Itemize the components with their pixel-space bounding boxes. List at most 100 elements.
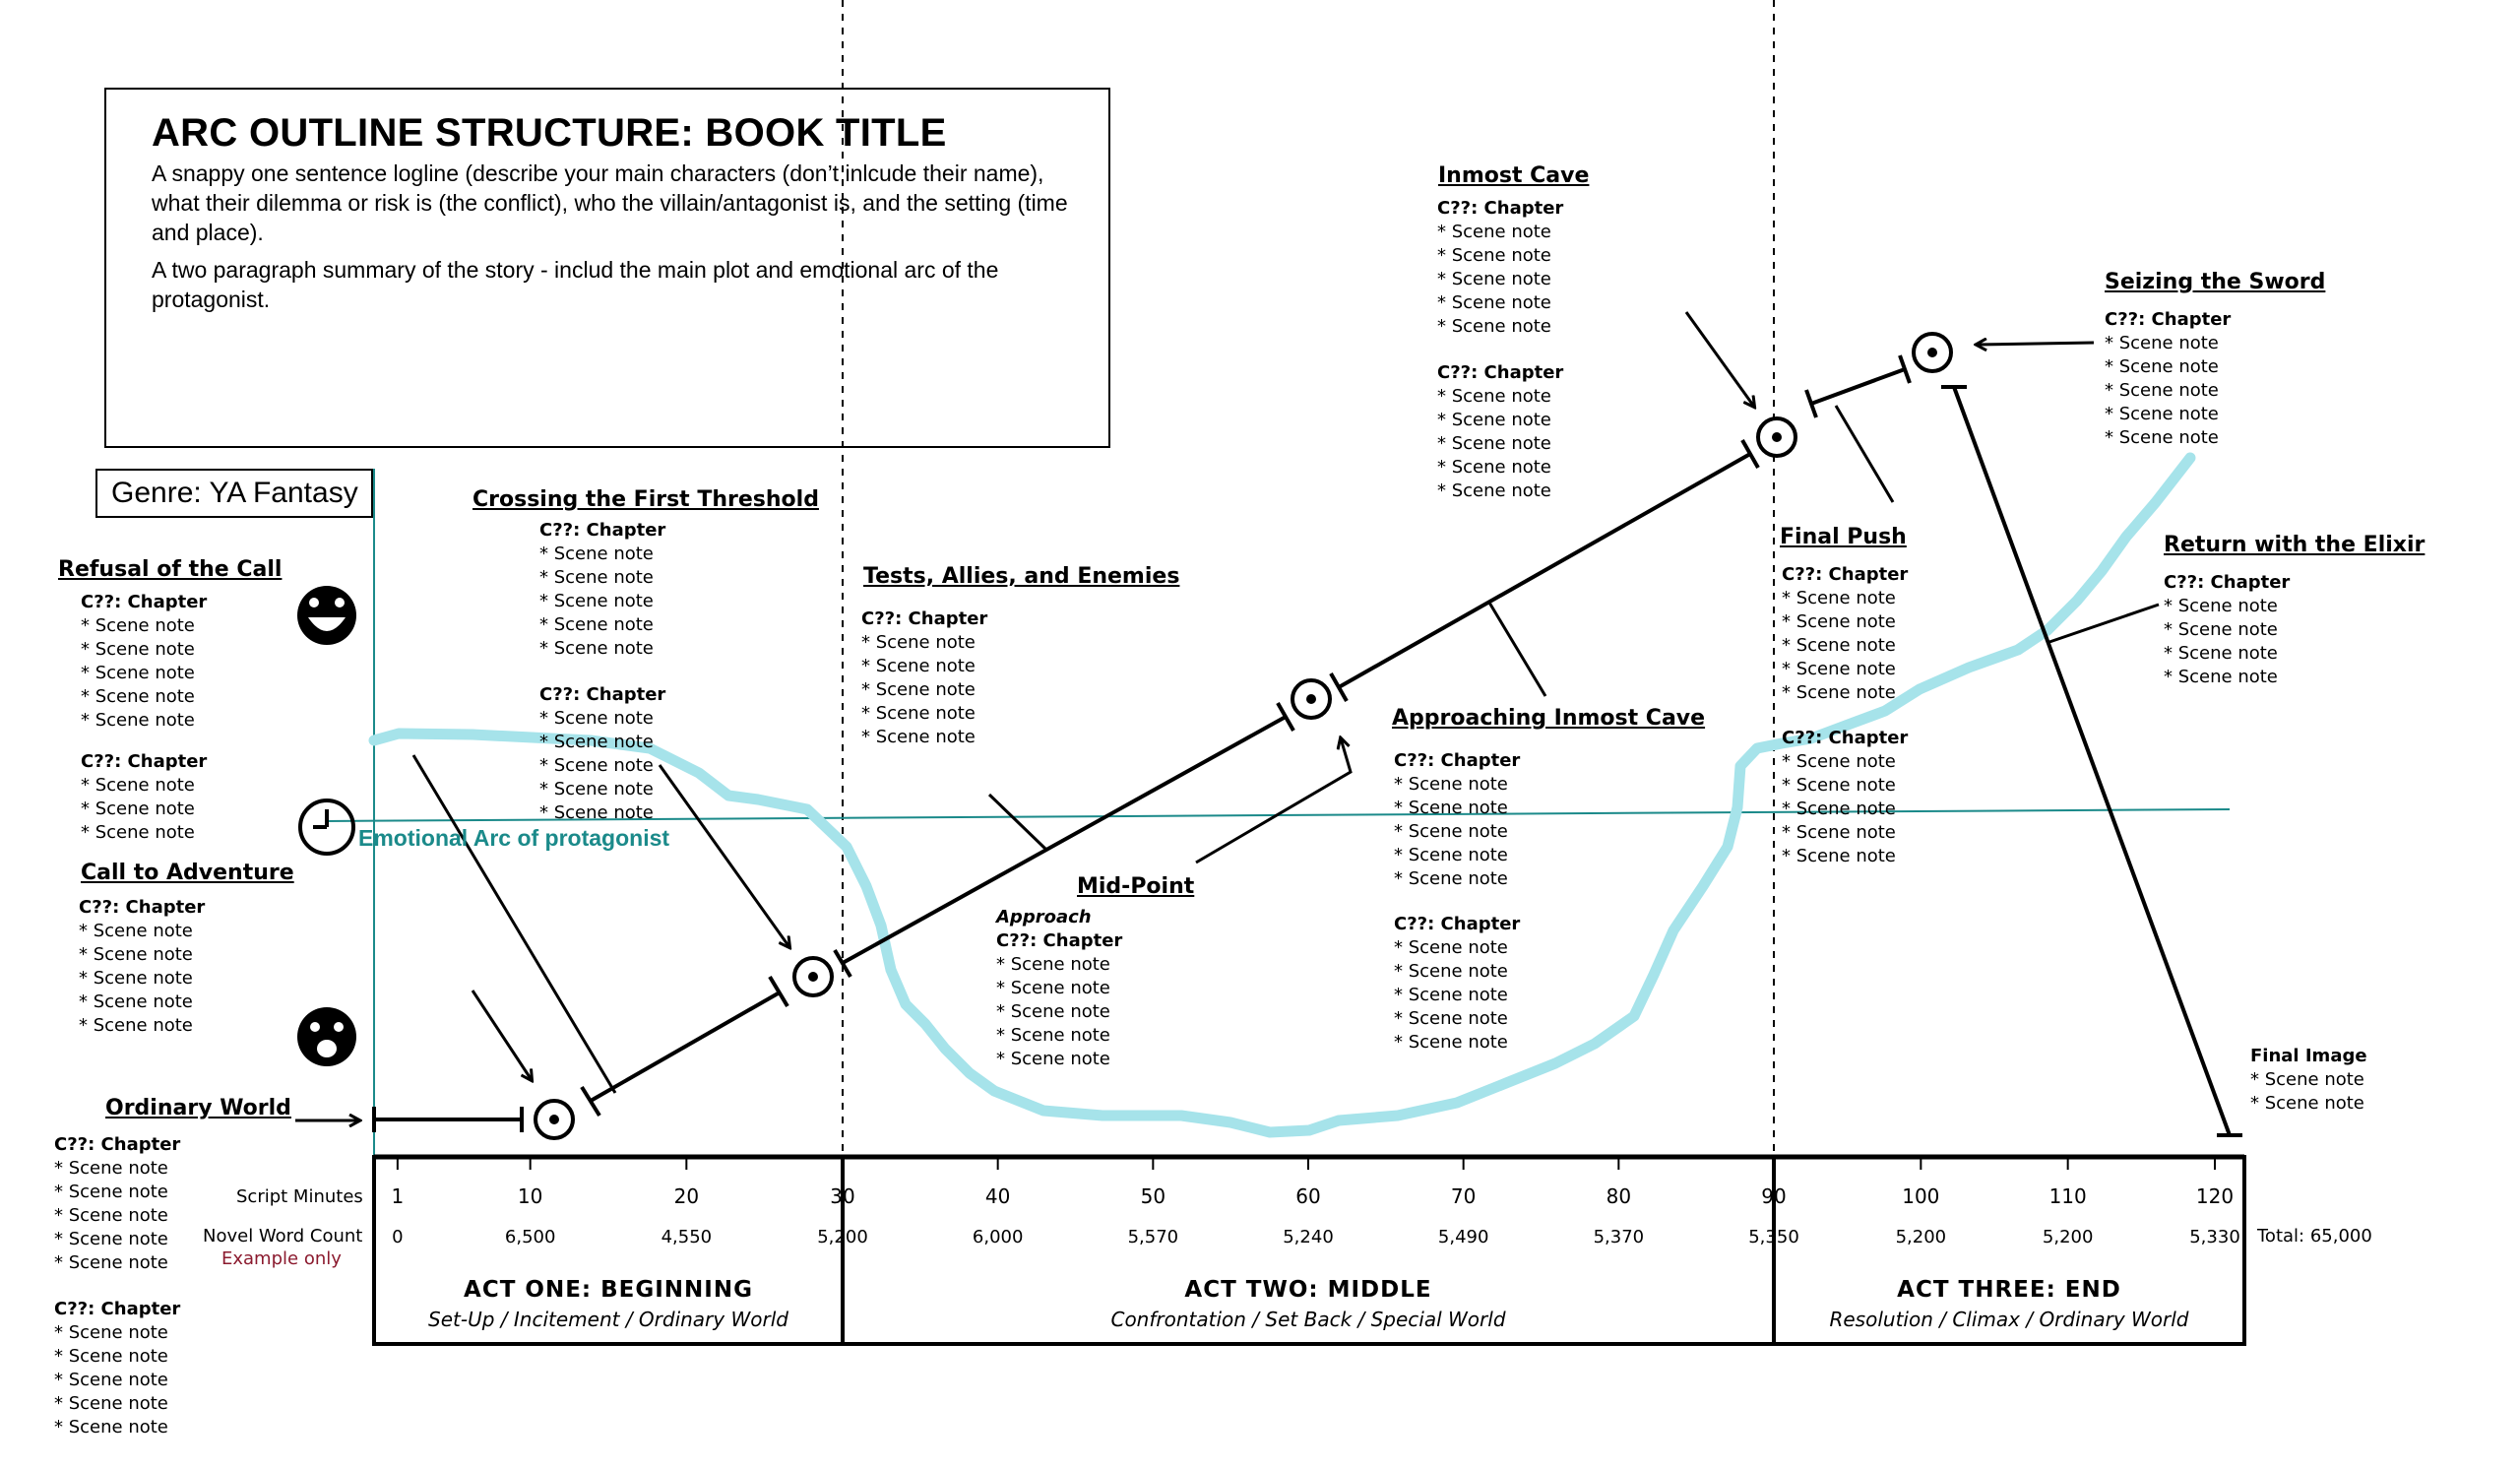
- scene-note: * Scene note: [1437, 292, 1551, 313]
- scene-note: * Scene note: [1782, 682, 1896, 703]
- note-block: C??: Chapter * Scene note * Scene note *…: [1437, 197, 1563, 339]
- word-count-label: 6,000: [972, 1227, 1024, 1247]
- stage-title-approaching: Approaching Inmost Cave: [1392, 706, 1706, 731]
- chapter-label: C??: Chapter: [2105, 309, 2232, 330]
- scene-note: * Scene note: [1437, 386, 1551, 407]
- chapter-label: C??: Chapter: [54, 1299, 181, 1319]
- total-label: Total: 65,000: [2257, 1226, 2372, 1246]
- note-block: C??: Chapter * Scene note * Scene note *…: [1394, 913, 1520, 1055]
- stage-title-finalpush: Final Push: [1780, 525, 1907, 549]
- scene-note: * Scene note: [1394, 1008, 1508, 1029]
- tick-label: 60: [1295, 1184, 1321, 1208]
- scene-note: * Scene note: [996, 1049, 1110, 1069]
- scene-note: * Scene note: [1394, 868, 1508, 889]
- clock-icon: [298, 799, 355, 856]
- scene-note: * Scene note: [1782, 611, 1896, 632]
- script-minutes-label: Script Minutes: [236, 1186, 363, 1207]
- tick-label: 50: [1140, 1184, 1166, 1208]
- chapter-label: Final Image: [2250, 1046, 2367, 1066]
- scene-note: * Scene note: [54, 1322, 168, 1343]
- word-count-label: 5,350: [1748, 1227, 1799, 1247]
- stage-title-midpoint: Mid-Point: [1077, 874, 1195, 899]
- tick-label: 90: [1761, 1184, 1787, 1208]
- word-count-label: 5,200: [2042, 1227, 2094, 1247]
- elixir-connector: [2048, 603, 2160, 644]
- note-block: C??: Chapter * Scene note * Scene note *…: [1782, 727, 1908, 868]
- scene-note: * Scene note: [2250, 1093, 2364, 1114]
- scene-note: * Scene note: [539, 755, 654, 776]
- note-block: C??: Chapter * Scene note * Scene note *…: [1394, 749, 1520, 891]
- chapter-label: C??: Chapter: [1437, 198, 1564, 219]
- midpoint-arrow: [1195, 738, 1353, 864]
- logline: A snappy one sentence logline (describe …: [152, 160, 1068, 245]
- scene-note: * Scene note: [861, 656, 976, 676]
- scene-note: * Scene note: [2105, 380, 2219, 401]
- scene-note: * Scene note: [1437, 245, 1551, 266]
- target-marker-inmost: [1756, 416, 1797, 458]
- note-block: C??: Chapter * Scene note * Scene note *…: [2105, 308, 2231, 450]
- scene-note: * Scene note: [54, 1182, 168, 1202]
- seizing-arrow: [1977, 343, 2095, 345]
- word-count-label: 5,370: [1593, 1227, 1645, 1247]
- chapter-label: C??: Chapter: [539, 684, 666, 705]
- note-block: Approach C??: Chapter * Scene note * Sce…: [996, 906, 1122, 1071]
- stage-title-tests: Tests, Allies, and Enemies: [863, 564, 1180, 589]
- scene-note: * Scene note: [54, 1346, 168, 1367]
- scene-note: * Scene note: [1782, 751, 1896, 772]
- scene-note: * Scene note: [54, 1252, 168, 1273]
- word-count-label: 5,200: [1895, 1227, 1947, 1247]
- scene-note: * Scene note: [1437, 222, 1551, 242]
- scene-note: * Scene note: [861, 679, 976, 700]
- target-marker-seizing: [1912, 332, 1953, 373]
- header-box: ARC OUTLINE STRUCTURE: BOOK TITLE A snap…: [104, 88, 1110, 448]
- target-marker-midpoint: [1291, 678, 1332, 720]
- stage-title-ordinary: Ordinary World: [105, 1096, 291, 1120]
- note-block: C??: Chapter * Scene note * Scene note *…: [539, 683, 665, 825]
- scene-note: * Scene note: [1782, 588, 1896, 608]
- scene-note: * Scene note: [996, 1001, 1110, 1022]
- tick-label: 80: [1606, 1184, 1632, 1208]
- call-arrow: [471, 990, 532, 1080]
- act-two-subtitle: Confrontation / Set Back / Special World: [1110, 1308, 1506, 1331]
- example-label: Example only: [221, 1248, 342, 1269]
- scene-note: * Scene note: [81, 775, 195, 796]
- stage-title-call: Call to Adventure: [81, 861, 294, 885]
- chapter-label: C??: Chapter: [81, 592, 208, 612]
- stage-subtitle: Approach: [996, 907, 1092, 927]
- word-count-label: 5,570: [1127, 1227, 1179, 1247]
- scene-note: * Scene note: [1394, 985, 1508, 1005]
- summary: A two paragraph summary of the story - i…: [152, 257, 999, 312]
- finalpush-connector: [1834, 405, 1895, 503]
- chapter-label: C??: Chapter: [79, 897, 206, 918]
- chapter-label: C??: Chapter: [1394, 914, 1521, 934]
- scene-note: * Scene note: [81, 710, 195, 731]
- scene-note: * Scene note: [539, 614, 654, 635]
- word-count-label: 6,500: [504, 1227, 556, 1247]
- spine-final-push: [1810, 367, 1906, 406]
- chapter-label: C??: Chapter: [996, 930, 1123, 951]
- scene-note: * Scene note: [1437, 410, 1551, 430]
- spine-act-one: [590, 991, 781, 1103]
- approaching-connector: [1487, 602, 1547, 697]
- scene-note: * Scene note: [996, 978, 1110, 998]
- scene-note: * Scene note: [2164, 643, 2278, 664]
- scene-note: * Scene note: [2105, 404, 2219, 424]
- page-title: ARC OUTLINE STRUCTURE: BOOK TITLE: [152, 111, 947, 155]
- tick-label: 40: [984, 1184, 1011, 1208]
- scene-note: * Scene note: [1394, 937, 1508, 958]
- scene-note: * Scene note: [539, 567, 654, 588]
- act-three-title: ACT THREE: END: [1897, 1277, 2121, 1303]
- happy-face-icon: [297, 586, 356, 645]
- scene-note: * Scene note: [2105, 333, 2219, 353]
- tick-label: 1: [391, 1184, 405, 1208]
- target-marker-threshold: [792, 956, 834, 997]
- scene-note: * Scene note: [2164, 619, 2278, 640]
- scene-note: * Scene note: [54, 1229, 168, 1249]
- emotional-arc-curve: [368, 452, 2196, 1138]
- scene-note: * Scene note: [1782, 822, 1896, 843]
- tick-label: 20: [673, 1184, 700, 1208]
- word-count-label: 0: [392, 1227, 404, 1247]
- act-two-title: ACT TWO: MIDDLE: [1184, 1277, 1432, 1303]
- scene-note: * Scene note: [79, 921, 193, 941]
